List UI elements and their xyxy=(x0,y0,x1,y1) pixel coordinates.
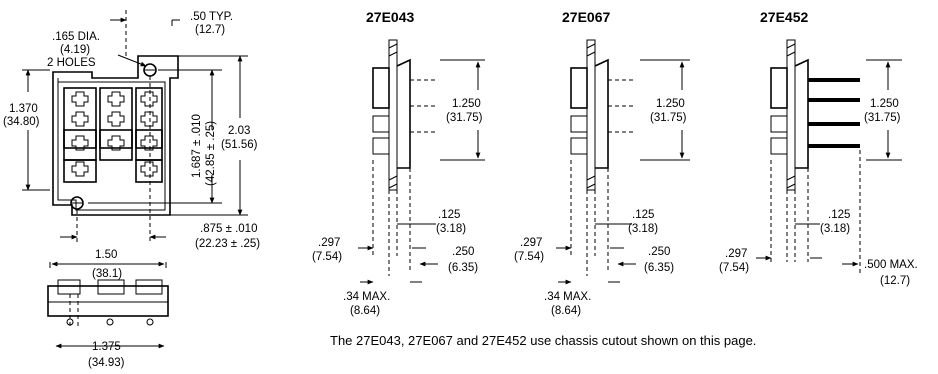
height-mm-3: (31.75) xyxy=(864,112,901,124)
hole-dia-mm: (4.19) xyxy=(60,44,90,56)
max-mm-2: (8.64) xyxy=(551,305,581,317)
d3-mm-2: (6.35) xyxy=(644,262,674,274)
d2-mm-3: (3.18) xyxy=(820,223,850,235)
d2-label-3: .125 xyxy=(828,209,850,221)
side-view-27E043: 27E043 1.250 (31.75) .297 (7.54) .125 (3… xyxy=(312,9,485,317)
base-mm: (34.93) xyxy=(88,357,125,369)
model-title-2: 27E067 xyxy=(562,9,610,25)
bottom-body xyxy=(47,285,169,317)
side-view-27E452: 27E452 1.250 (31.75) .297 (7.54) .125 xyxy=(719,9,918,287)
d1-mm-1: (7.54) xyxy=(312,251,342,263)
spacing-mm: (42.85 ± .25) xyxy=(205,121,217,186)
d2-mm-2: (3.18) xyxy=(628,223,658,235)
height-mm: (34.80) xyxy=(3,116,40,128)
d2-label-1: .125 xyxy=(438,209,460,221)
d2-label-2: .125 xyxy=(632,209,654,221)
bottom-view: 1.50 (38.1) 1.375 (34.93) xyxy=(47,249,169,369)
mounting-hole-bottom xyxy=(70,196,84,210)
hole-dia-label: .165 DIA. xyxy=(52,31,100,43)
max-label-3: .500 MAX. xyxy=(864,259,918,271)
overall-mm: (51.56) xyxy=(221,139,258,151)
d3-mm-1: (6.35) xyxy=(448,262,478,274)
model-title-1: 27E043 xyxy=(366,9,414,25)
d3-label-2: .250 xyxy=(648,246,670,258)
typ-label: .50 TYP. xyxy=(190,11,233,23)
offset-mm: (22.23 ± .25) xyxy=(195,238,260,250)
side-view-27E067: 27E067 1.250 (31.75) .297 (7.54) .125 (3… xyxy=(514,9,690,317)
block-inner-outline xyxy=(57,78,166,211)
spacing-label: 1.687 ± .010 xyxy=(191,114,203,178)
height-label-2: 1.250 xyxy=(656,98,685,110)
height-label-3: 1.250 xyxy=(870,98,899,110)
max-mm-1: (8.64) xyxy=(350,305,380,317)
typ-mm: (12.7) xyxy=(195,24,225,36)
d1-mm-2: (7.54) xyxy=(514,251,544,263)
overall-label: 2.03 xyxy=(228,125,250,137)
base-label: 1.375 xyxy=(92,341,121,353)
d1-mm-3: (7.54) xyxy=(719,262,749,274)
offset-label: .875 ± .010 xyxy=(200,223,257,235)
max-label-1: .34 MAX. xyxy=(343,291,390,303)
d1-label-1: .297 xyxy=(318,237,340,249)
d2-mm-1: (3.18) xyxy=(436,223,466,235)
max-label-2: .34 MAX. xyxy=(544,291,591,303)
height-label-1: 1.250 xyxy=(452,98,481,110)
d3-label-1: .250 xyxy=(452,246,474,258)
width-label: 1.50 xyxy=(95,249,117,261)
model-title-3: 27E452 xyxy=(760,9,808,25)
d1-label-3: .297 xyxy=(725,248,747,260)
width-mm: (38.1) xyxy=(92,268,122,280)
height-mm-1: (31.75) xyxy=(446,112,483,124)
height-mm-2: (31.75) xyxy=(650,112,687,124)
footnote: The 27E043, 27E067 and 27E452 use chassi… xyxy=(330,333,756,348)
max-mm-3: (12.7) xyxy=(880,275,910,287)
front-view: .165 DIA. (4.19) 2 HOLES .50 TYP. (12.7)… xyxy=(3,10,260,250)
hole-count: 2 HOLES xyxy=(47,57,96,69)
clip-grid xyxy=(63,87,163,183)
d1-label-2: .297 xyxy=(520,237,542,249)
height-label: 1.370 xyxy=(9,103,38,115)
